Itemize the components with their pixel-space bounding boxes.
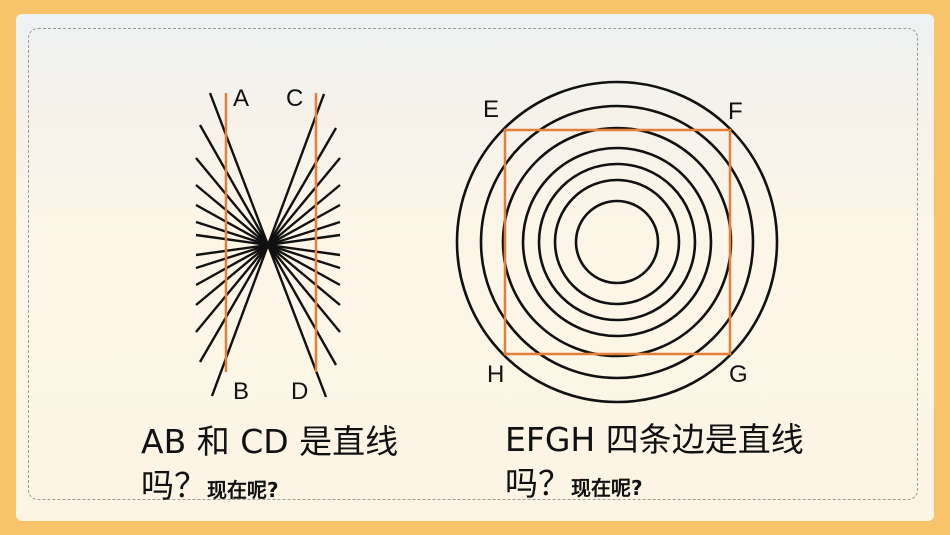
right-question-line1: EFGH 四条边是直线 bbox=[505, 420, 804, 459]
left-question-now: 现在呢? bbox=[207, 478, 279, 502]
right-question-line2: 吗？现在呢? bbox=[505, 462, 804, 510]
label-a: A bbox=[233, 85, 249, 112]
slide-background bbox=[16, 14, 934, 521]
label-f: F bbox=[728, 98, 743, 125]
dashed-content-frame bbox=[28, 28, 918, 500]
label-c: C bbox=[286, 85, 303, 112]
radiating-lines bbox=[195, 92, 341, 398]
left-question-line1: AB 和 CD 是直线 bbox=[141, 422, 399, 461]
label-d: D bbox=[291, 378, 308, 405]
right-question-ma: 吗？ bbox=[505, 464, 571, 503]
right-question: EFGH 四条边是直线 吗？现在呢? bbox=[505, 418, 804, 510]
label-h: H bbox=[487, 361, 504, 388]
square-efgh bbox=[503, 128, 732, 356]
label-e: E bbox=[483, 96, 499, 123]
left-question-line2: 吗？现在呢? bbox=[141, 464, 398, 512]
radiating-line bbox=[210, 93, 326, 397]
right-question-now: 现在呢? bbox=[571, 476, 643, 500]
label-b: B bbox=[233, 378, 249, 405]
left-question-ma: 吗？ bbox=[141, 466, 207, 505]
left-question: AB 和 CD 是直线 吗？现在呢? bbox=[141, 420, 398, 512]
label-g: G bbox=[729, 361, 748, 388]
